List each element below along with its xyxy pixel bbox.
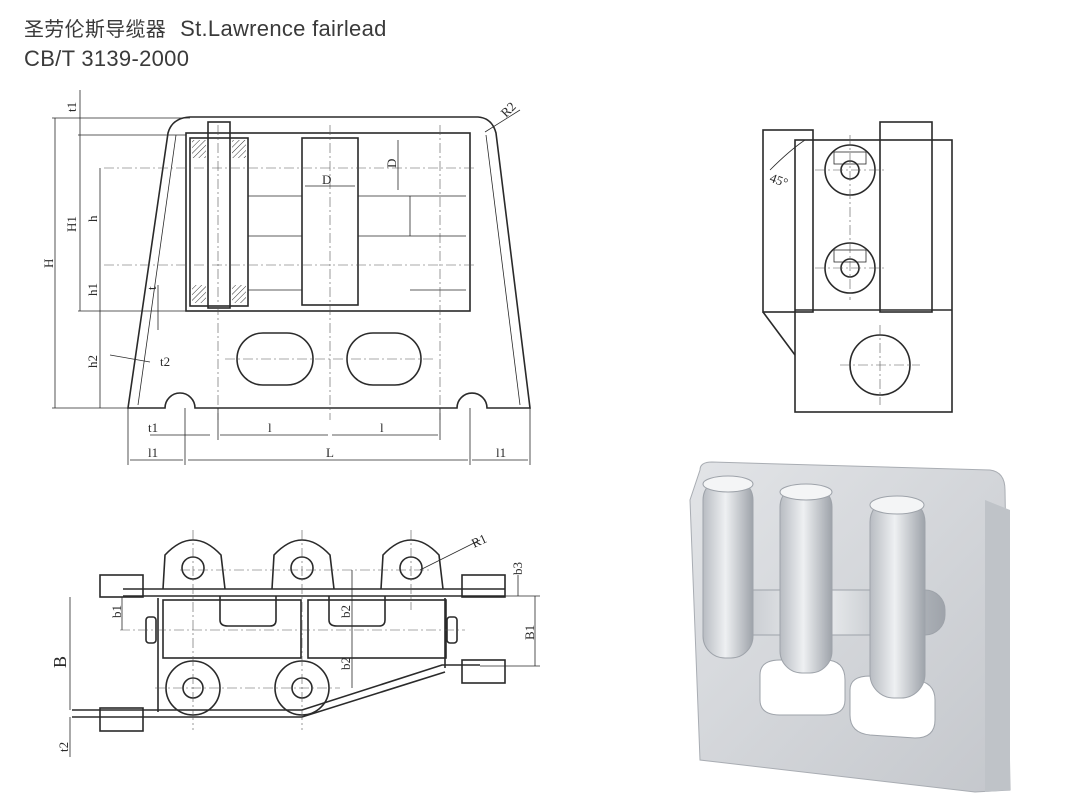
plan-dimension-lines	[69, 539, 540, 757]
side-center-lines	[815, 135, 920, 405]
dim-label-t2: t2	[160, 354, 170, 369]
bolt-plate	[833, 151, 867, 165]
frame-outline	[127, 116, 531, 409]
top-plate	[123, 588, 505, 597]
bearing-hatch	[192, 285, 206, 303]
roller-end-circle	[824, 144, 876, 196]
photo-roller-cap	[869, 495, 925, 515]
photo-roller-right	[869, 497, 926, 699]
dim-label-l-left: l	[268, 420, 272, 435]
mounting-block	[99, 574, 144, 598]
side-roller-housing	[879, 121, 933, 313]
dim-label-L: L	[326, 445, 334, 460]
plan-view: R1 b3 b1 b2 B B1 b2 t2	[50, 530, 540, 757]
horizontal-roller-left	[162, 599, 302, 659]
end-roller	[189, 137, 249, 307]
dim-label-B1: B1	[522, 625, 537, 640]
dim-label-l1-right: l1	[496, 445, 506, 460]
mounting-block	[461, 574, 506, 598]
mounting-block	[461, 659, 506, 684]
bearing-hatch	[192, 140, 206, 158]
lobe-2	[271, 539, 335, 590]
title-chinese: 圣劳伦斯导缆器	[24, 17, 167, 41]
photo-roller-left	[702, 477, 754, 659]
dim-label-H: H	[41, 259, 56, 268]
title-english: St.Lawrence fairlead	[180, 16, 387, 41]
dim-label-B: B	[50, 656, 70, 668]
oval-hole-left	[236, 332, 314, 386]
dim-label-r2: R2	[498, 99, 519, 120]
standard-number: CB/T 3139-2000	[24, 46, 190, 71]
dim-label-l1-left: l1	[148, 445, 158, 460]
photo-roller-cap	[702, 475, 754, 493]
photo-roller-middle	[779, 484, 833, 674]
bearing-hatch	[232, 140, 246, 158]
side-plate	[794, 139, 953, 413]
dim-label-angle: 45°	[768, 170, 790, 190]
horizontal-roller-lines	[248, 195, 466, 291]
horizontal-roller-right	[307, 599, 447, 659]
side-chamfer	[762, 309, 952, 356]
product-photo	[689, 461, 1011, 793]
dim-label-l-right: l	[380, 420, 384, 435]
page-title: 圣劳伦斯导缆器 St.Lawrence fairlead CB/T 3139-20…	[24, 14, 387, 74]
u-brackets	[219, 596, 386, 627]
bottom-plate	[72, 664, 480, 718]
plan-center-lines	[120, 530, 465, 730]
dim-label-d-horizontal: D	[322, 172, 331, 187]
photo-side-plate	[985, 500, 1010, 792]
mounting-block	[99, 707, 144, 732]
side-bracket	[762, 129, 814, 313]
dim-label-t: t	[144, 286, 159, 290]
center-lines	[104, 125, 475, 420]
dim-label-b3: b3	[510, 562, 525, 575]
dim-label-d-vertical: D	[384, 159, 399, 168]
front-view: t1 R2 H1 h H h1 t h2 t2 D D t1 l l l1 L …	[41, 90, 531, 465]
dim-label-t1-top: t1	[64, 102, 79, 112]
dim-label-t2-plan: t2	[56, 742, 71, 752]
dim-label-h: h	[85, 215, 100, 222]
photo-roller-cap	[779, 483, 833, 501]
dim-label-h1: h1	[85, 283, 100, 296]
lobe-1	[162, 539, 226, 590]
dim-label-b2-upper: b2	[338, 605, 353, 618]
angle-arc	[769, 139, 806, 171]
dim-label-h1-upper: H1	[64, 216, 79, 232]
dim-label-t1-bottom: t1	[148, 420, 158, 435]
roller-housing	[185, 132, 471, 312]
side-view: 45°	[762, 121, 953, 413]
dimension-lines	[52, 90, 531, 465]
frame-inner-line	[137, 134, 521, 406]
end-wall	[157, 598, 446, 712]
lobe-3	[380, 539, 444, 590]
bearing-hatch	[232, 285, 246, 303]
dim-label-h2: h2	[85, 355, 100, 368]
dim-label-b1: b1	[109, 605, 124, 618]
dim-label-r1: R1	[469, 531, 489, 551]
pin-shaft	[207, 121, 231, 309]
dim-label-b2-lower: b2	[338, 657, 353, 670]
